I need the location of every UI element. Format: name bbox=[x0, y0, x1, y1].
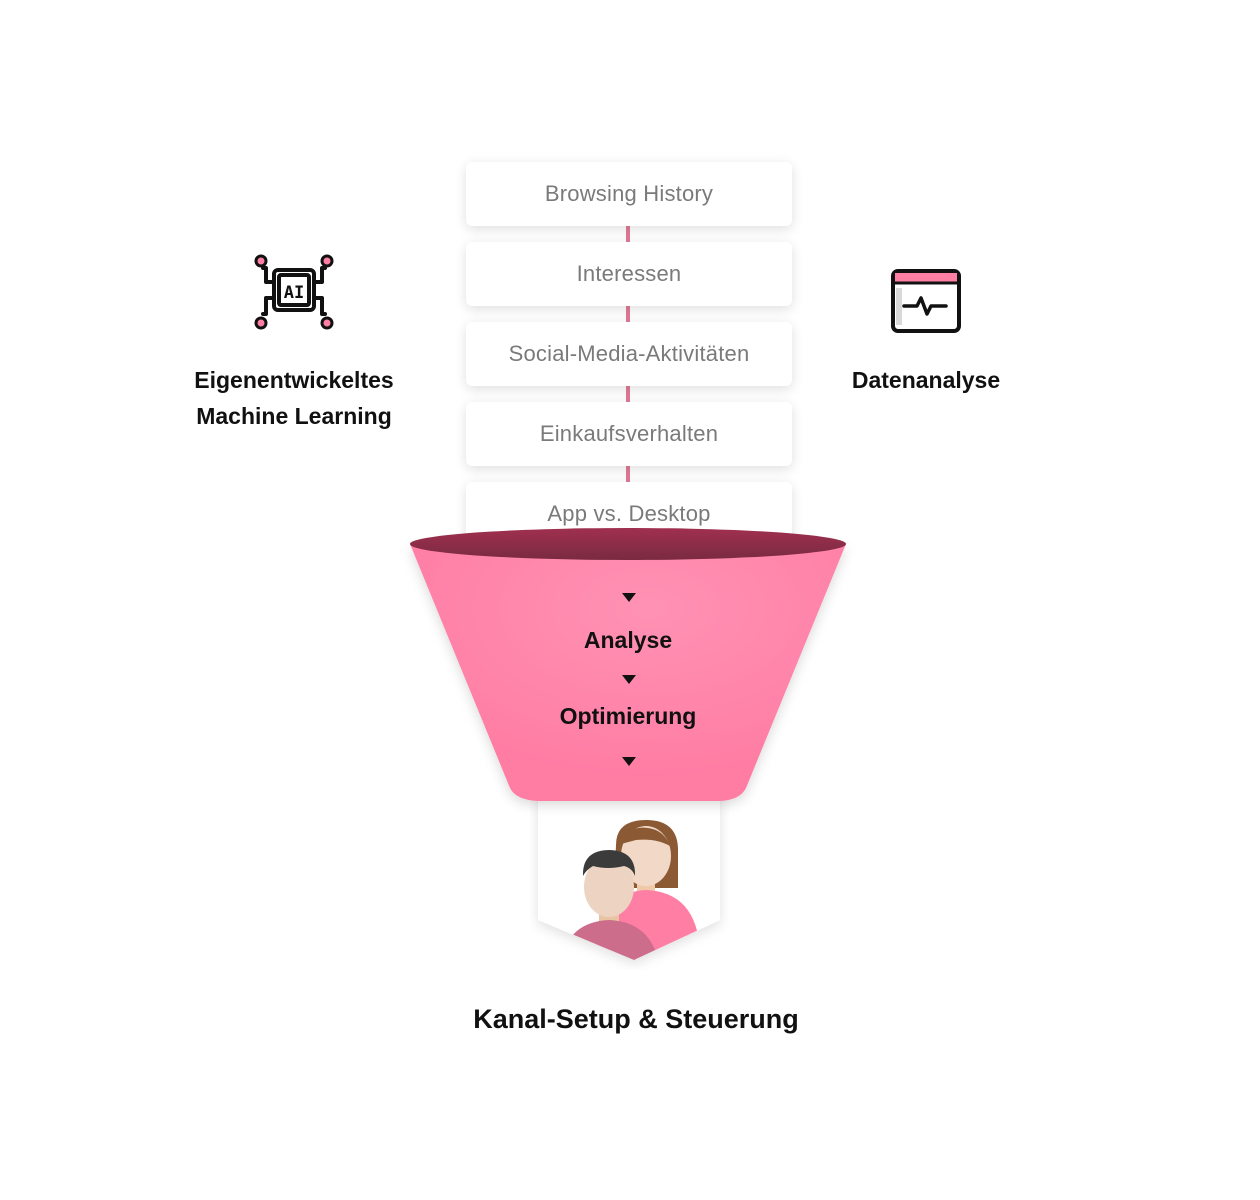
card-connector bbox=[626, 466, 630, 482]
ai-chip-icon: AI bbox=[254, 254, 334, 330]
flow-arrow-icon bbox=[622, 593, 636, 602]
audience-icon bbox=[538, 780, 720, 960]
flow-arrow-icon bbox=[622, 675, 636, 684]
funnel-graphic bbox=[410, 528, 846, 801]
left-feature-label: Eigenentwickeltes Machine Learning bbox=[160, 362, 428, 434]
result-title: Kanal-Setup & Steuerung bbox=[473, 1004, 799, 1034]
source-card-einkaufsverhalten: Einkaufsverhalten bbox=[466, 402, 792, 466]
card-connector bbox=[626, 306, 630, 322]
ai-chip-label: AI bbox=[284, 283, 304, 303]
left-feature-line1: Eigenentwickeltes bbox=[194, 367, 394, 393]
left-feature-line2: Machine Learning bbox=[196, 403, 392, 429]
source-card-social-media: Social-Media-Aktivitäten bbox=[466, 322, 792, 386]
source-card-browsing-history: Browsing History bbox=[466, 162, 792, 226]
monitor-pulse-icon bbox=[891, 269, 961, 333]
funnel-step-optimierung: Optimierung bbox=[559, 703, 697, 729]
source-card-interessen: Interessen bbox=[466, 242, 792, 306]
right-feature-label: Datenanalyse bbox=[851, 367, 1001, 393]
funnel-step-analyse: Analyse bbox=[583, 627, 673, 653]
card-connector bbox=[626, 386, 630, 402]
flow-arrow-icon bbox=[622, 757, 636, 766]
card-connector bbox=[626, 226, 630, 242]
